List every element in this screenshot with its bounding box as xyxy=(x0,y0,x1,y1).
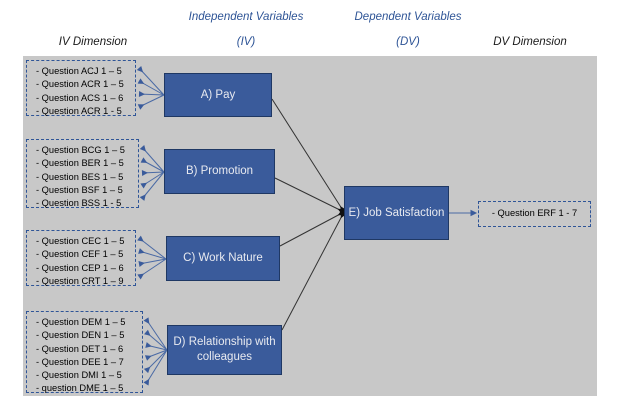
question-item: - question DME 1 – 5 xyxy=(36,383,124,394)
node-work-nature[interactable]: C) Work Nature xyxy=(166,236,280,281)
question-group-job-satisfaction[interactable]: - Question ERF 1 - 7 xyxy=(478,201,591,227)
question-item: - Question BSS 1 - 5 xyxy=(36,198,122,209)
node-job-satisfaction[interactable]: E) Job Satisfaction xyxy=(344,186,449,240)
question-group-relationship[interactable]: - Question DEM 1 – 5 - Question DEN 1 – … xyxy=(26,311,143,393)
heading-dv-dimension: DV Dimension xyxy=(493,36,567,48)
connectors-iv-to-dv xyxy=(271,98,348,331)
question-item: - Question ACJ 1 – 5 xyxy=(36,66,122,76)
question-item: - Question BES 1 – 5 xyxy=(36,171,124,182)
node-relationship-with-colleagues[interactable]: D) Relationship with colleagues xyxy=(167,325,282,375)
heading-independent-variables: Independent Variables xyxy=(188,11,304,23)
question-item: - Question DEE 1 – 7 xyxy=(36,356,124,367)
question-item: - Question DEM 1 – 5 xyxy=(36,317,126,327)
heading-dv-abbreviation: (DV) xyxy=(396,36,420,48)
heading-iv-dimension: IV Dimension xyxy=(58,36,128,48)
connectors-relationship xyxy=(143,317,168,386)
question-item: - Question CEF 1 – 5 xyxy=(36,249,124,260)
question-item: - Question DEN 1 – 5 xyxy=(36,330,125,341)
question-group-promotion[interactable]: - Question BCG 1 – 5 - Question BER 1 – … xyxy=(26,139,139,208)
node-pay[interactable]: A) Pay xyxy=(164,73,272,117)
question-group-pay[interactable]: - Question ACJ 1 – 5 - Question ACR 1 – … xyxy=(26,60,136,116)
node-promotion[interactable]: B) Promotion xyxy=(164,149,275,194)
question-item: - Question BSF 1 – 5 xyxy=(36,184,123,195)
question-item: - Question CEP 1 – 6 xyxy=(36,262,124,273)
connectors-work-nature xyxy=(137,235,167,280)
question-group-work-nature[interactable]: - Question CEC 1 – 5 - Question CEF 1 – … xyxy=(26,230,136,286)
question-item: - Question BCG 1 – 5 xyxy=(36,145,125,155)
question-item: - Question CEC 1 – 5 xyxy=(36,236,125,246)
question-item: - Question ACR 1 - 5 xyxy=(36,105,122,116)
question-item: - Question CRT 1 – 9 xyxy=(36,275,124,286)
question-item: - Question ERF 1 - 7 xyxy=(491,208,578,219)
connectors-pay xyxy=(136,65,165,110)
question-item: - Question DMI 1 – 5 xyxy=(36,370,122,381)
question-item: - Question DET 1 – 6 xyxy=(36,343,124,354)
question-item: - Question BER 1 – 5 xyxy=(36,158,124,169)
question-item: - Question ACR 1 – 5 xyxy=(36,79,124,90)
connectors-promotion xyxy=(139,145,165,201)
heading-iv-abbreviation: (IV) xyxy=(236,36,256,48)
question-item: - Question ACS 1 – 6 xyxy=(36,92,124,103)
heading-dependent-variables: Dependent Variables xyxy=(354,11,462,23)
